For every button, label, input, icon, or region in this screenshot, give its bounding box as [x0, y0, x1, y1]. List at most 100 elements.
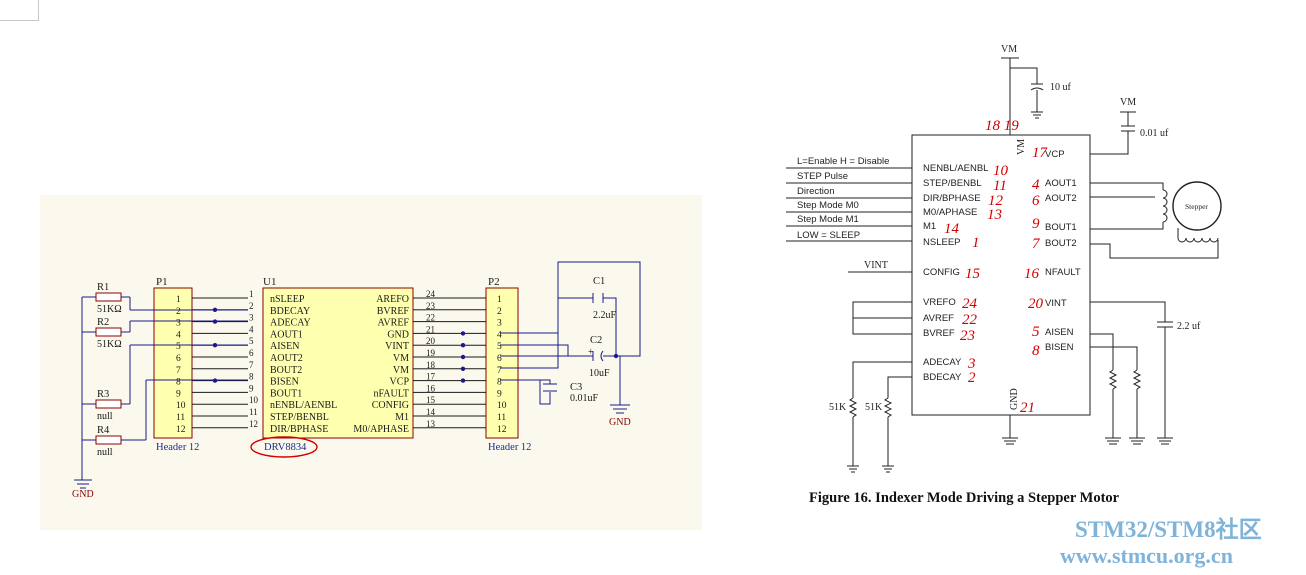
u1-left-pin-number: 11 [249, 407, 258, 417]
junction-dot [460, 354, 466, 360]
note-step: 11 [993, 178, 1007, 194]
ds-left-pin: AVREF [923, 313, 954, 324]
r51k-b-label: 51K [865, 402, 883, 413]
u1-right-pin-number: 19 [426, 348, 436, 358]
watermark-line1: STM32/STM8社区 [1075, 516, 1262, 542]
p2-pin-number: 5 [497, 342, 502, 352]
p2-body [485, 287, 519, 439]
p2-pin-number: 8 [497, 378, 502, 388]
u1-right-pin-number: 21 [426, 324, 435, 334]
junction-dot [212, 378, 218, 383]
u1-left-pin-name: DIR/BPHASE [270, 424, 328, 435]
u1-left-pin-name: nENBL/AENBL [270, 400, 337, 411]
ds-left-pin: BDECAY [923, 372, 962, 383]
u1-right-pin-number: 16 [426, 383, 436, 393]
ds-right-pin: VCP [1045, 149, 1065, 160]
p1-pin-number: 3 [176, 319, 181, 329]
watermark-line2: www.stmcu.org.cn [1060, 543, 1233, 568]
u1-right-pin-number: 22 [426, 313, 435, 323]
u1-left-pin-number: 8 [249, 372, 254, 382]
u1-left-pin-number: 1 [249, 289, 254, 299]
u1-left-pin-name: BOUT1 [270, 388, 302, 399]
note-vrefo: 24 [962, 296, 978, 312]
u1-left-pin-name: nSLEEP [270, 294, 305, 305]
note-vint: 20 [1028, 296, 1044, 312]
note-nfault: 16 [1024, 266, 1040, 282]
ds-input-label: LOW = SLEEP [797, 230, 860, 241]
ds-right-pin: AISEN [1045, 327, 1074, 338]
u1-left-pin-name: BISEN [270, 377, 299, 388]
c2-ref: C2 [590, 335, 602, 346]
p2-pin-number: 3 [497, 319, 502, 329]
handwritten-pin-numbers: 18 19 10 11 12 13 14 1 15 24 22 23 3 2 1… [944, 118, 1049, 416]
p1-pin-number: 8 [176, 378, 181, 388]
u1-right-pin-name: VINT [385, 341, 409, 352]
note-aout1: 4 [1032, 177, 1040, 193]
ds-right-pin: NFAULT [1045, 267, 1081, 278]
p2-pin-number: 7 [497, 366, 502, 376]
u1-left-pin-number: 9 [249, 383, 254, 393]
u1-right-pin-number: 15 [426, 395, 436, 405]
u1-right-pin-name: AREFO [376, 294, 409, 305]
u1-left-pin-number: 7 [249, 360, 254, 370]
p1-pin-number: 12 [176, 425, 186, 435]
p2-pin-number: 9 [497, 389, 502, 399]
gnd-right-label: GND [609, 417, 631, 428]
p2-pin-number: 6 [497, 354, 502, 364]
figure-caption: Figure 16. Indexer Mode Driving a Steppe… [809, 490, 1120, 506]
p1-ref: P1 [156, 276, 168, 288]
u1-right-pin-name: M1 [395, 412, 409, 423]
note-avref: 22 [962, 312, 978, 328]
note-adecay: 3 [967, 356, 976, 372]
gnd-left-label: GND [72, 489, 94, 500]
r1-value: 51KΩ [97, 304, 122, 315]
p1-pin-number: 7 [176, 366, 181, 376]
stepper-label: Stepper [1185, 202, 1208, 211]
note-m0: 13 [987, 207, 1002, 223]
datasheet-figure: VM 10 uf VM 0.01 uf 2.2 uf VM GND Steppe… [786, 44, 1222, 506]
junction-c1 [613, 353, 619, 359]
ds-left-pin: DIR/BPHASE [923, 193, 981, 204]
ds-left-pin: BVREF [923, 328, 955, 339]
ds-left-pin: STEP/BENBL [923, 178, 982, 189]
u1-right-pin-name: VM [393, 365, 409, 376]
p2-pin-number: 11 [497, 413, 506, 423]
u1-right-pin-name: M0/APHASE [353, 424, 409, 435]
r4-value: null [97, 447, 113, 458]
p1-pin-number: 1 [176, 295, 181, 305]
u1-right-pin-number: 23 [426, 301, 436, 311]
note-bvref: 23 [960, 328, 975, 344]
u1-right-pin-number: 18 [426, 360, 436, 370]
caps: C1 2.2uF C2 + 10uF C3 0.01uF GND [570, 276, 631, 428]
c3-ref: C3 [570, 382, 582, 393]
u1-left-pin-name: AISEN [270, 341, 299, 352]
ds-right-pin: BISEN [1045, 342, 1074, 353]
c3-value: 0.01uF [570, 393, 599, 404]
r1-body [95, 292, 122, 302]
u1-left-pin-name: STEP/BENBL [270, 412, 329, 423]
junction-dot [460, 378, 466, 383]
vm-right-label: VM [1120, 97, 1136, 108]
u1-left-pin-number: 3 [249, 313, 254, 323]
p1-pin-number: 6 [176, 354, 181, 364]
u1-right-pin-number: 14 [426, 407, 436, 417]
u1-left-pin-name: ADECAY [270, 318, 311, 329]
junction-dot [212, 319, 218, 324]
ds-input-label: Step Mode M0 [797, 200, 859, 211]
ds-input-label: Direction [797, 186, 835, 197]
p2-pin-number: 4 [497, 330, 502, 340]
c1-ref: C1 [593, 276, 605, 287]
watermark: STM32/STM8社区 www.stmcu.org.cn [1060, 516, 1262, 568]
r2-ref: R2 [97, 317, 109, 328]
p1-pin-number: 2 [176, 307, 181, 317]
r3-ref: R3 [97, 389, 109, 400]
note-dir: 12 [988, 193, 1004, 209]
ds-left-pin: M0/APHASE [923, 207, 977, 218]
u1-right-pin-name: VM [393, 353, 409, 364]
r4-ref: R4 [97, 425, 110, 436]
right-cap-network [500, 261, 641, 414]
r3-body [95, 399, 122, 409]
ds-left-pin: VREFO [923, 297, 956, 308]
